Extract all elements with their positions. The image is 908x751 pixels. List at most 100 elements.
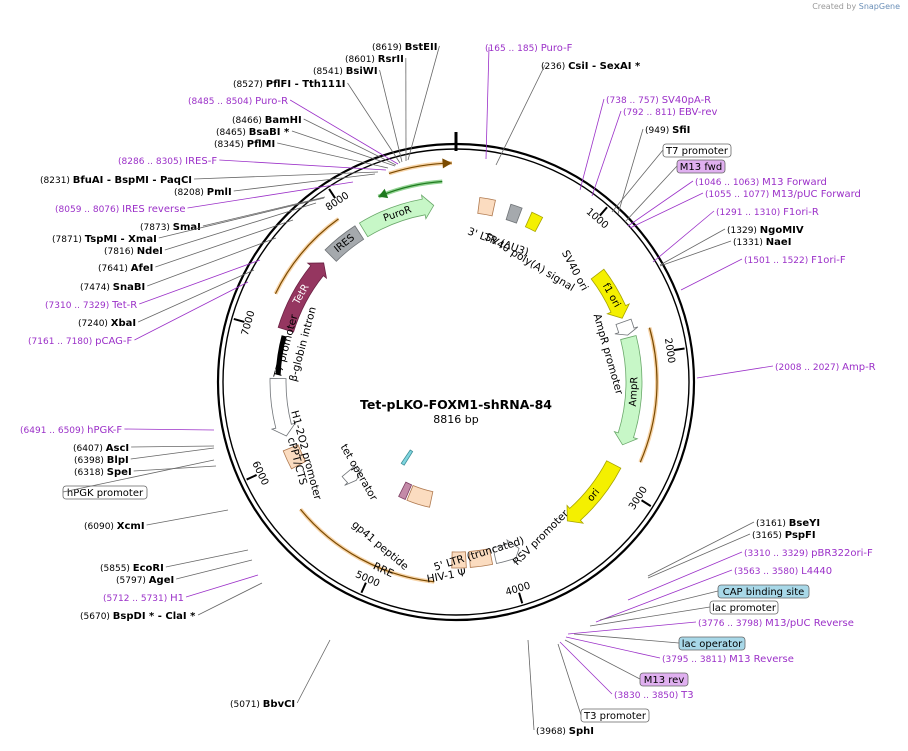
- outer-arc-arrowhead: [378, 188, 389, 199]
- site-leader-line: [296, 639, 331, 704]
- site-label: (5797) AgeI: [116, 575, 174, 586]
- site-label: (8345) PflMI: [214, 139, 275, 150]
- site-label: (1329) NgoMIV: [727, 225, 804, 236]
- site-leader-line: [131, 445, 215, 448]
- site-label: (3830 .. 3850) T3: [614, 690, 694, 701]
- site-leader-line: [627, 180, 694, 227]
- tick-label: 7000: [240, 309, 258, 336]
- site-leader-line: [567, 621, 697, 635]
- feature-name-label: HIV-1 Ψ: [426, 567, 467, 586]
- watermark-brand: SnapGene: [858, 2, 900, 11]
- feature-box: [62, 485, 148, 500]
- site-leader-line: [680, 258, 743, 291]
- gp41-arc: [398, 481, 413, 501]
- feature-box-leader: [564, 639, 641, 680]
- tick-mark: [246, 474, 258, 481]
- site-leader-line: [627, 551, 743, 601]
- outer-arc-puro: [388, 161, 452, 176]
- site-label: (7240) XbaI: [78, 318, 136, 329]
- site-label: (6407) AscI: [73, 443, 129, 454]
- site-label: (738 .. 757) SV40pA-R: [606, 95, 711, 106]
- site-label: (1331) NaeI: [733, 237, 791, 248]
- site-label: (236) CsiI - SexAI *: [541, 61, 641, 72]
- site-leader-line: [124, 428, 215, 431]
- site-label: (949) SfiI: [645, 125, 690, 136]
- feature-box-leader: [611, 149, 664, 213]
- beta-globin-intron-bar: [275, 335, 287, 375]
- site-label: (5855) EcoRI: [100, 563, 164, 574]
- feature-box: [580, 708, 650, 723]
- site-leader-line: [233, 173, 376, 192]
- site-label: (3165) PspFI: [752, 530, 816, 541]
- site-label: (8541) BsiWI: [313, 66, 378, 77]
- site-leader-line: [202, 196, 326, 227]
- site-label: (8231) BfuAI - BspMI - PaqCI: [40, 175, 192, 186]
- site-leader-line: [559, 641, 613, 695]
- site-label: (1291 .. 1310) F1ori-R: [716, 207, 819, 218]
- site-label: (1055 .. 1077) M13/pUC Forward: [705, 189, 861, 200]
- HIV-psi-arc: [451, 551, 467, 569]
- site-leader-line: [187, 181, 354, 209]
- site-leader-line: [407, 45, 440, 161]
- site-label: (3563 .. 3580) L4440: [734, 566, 832, 577]
- site-leader-line: [134, 281, 249, 341]
- site-leader-line: [158, 197, 325, 239]
- feature-box-label: lac promoter: [712, 603, 777, 614]
- Puro-R-arc: [358, 194, 435, 238]
- site-label: (165 .. 185) Puro-F: [485, 43, 573, 54]
- feature-box-leader: [62, 459, 215, 493]
- outer-arc-tetr-left-core: [274, 218, 339, 294]
- site-leader-line: [291, 130, 396, 167]
- feature-box-leader: [557, 643, 582, 716]
- tick-label: 6000: [249, 460, 270, 488]
- site-label: (2008 .. 2027) Amp-R: [775, 362, 876, 373]
- feature-box-label: M13 rev: [644, 675, 685, 686]
- feature-box-leader: [624, 165, 678, 223]
- feature-inline-label: AmpR: [628, 376, 641, 406]
- tick-mark: [233, 317, 245, 323]
- site-leader-line: [617, 128, 644, 215]
- site-leader-line: [303, 118, 397, 166]
- tick-label: 1000: [584, 206, 610, 231]
- feature-box: [678, 636, 746, 651]
- feature-box-leader: [589, 606, 711, 627]
- tick-label: 4000: [504, 580, 532, 598]
- tick-mark: [328, 188, 336, 199]
- feature-box-label: CAP binding site: [723, 587, 805, 598]
- site-label: (3795 .. 3811) M13 Reverse: [662, 654, 794, 665]
- plasmid-name: Tet-pLKO-FOXM1-shRNA-84: [360, 397, 552, 412]
- site-label: (8601) RsrII: [345, 54, 404, 65]
- LTR3-arc: [477, 197, 496, 217]
- site-leader-line: [185, 574, 259, 598]
- outer-arc-arrowhead: [442, 158, 452, 169]
- site-label: (1046 .. 1063) M13 Forward: [695, 177, 827, 188]
- feature-box-label: T7 promoter: [665, 146, 729, 157]
- RSV-arc: [492, 538, 520, 565]
- SV40pA-arc: [505, 203, 523, 224]
- tick-label: 2000: [662, 337, 677, 364]
- site-label: (7474) SnaBI: [80, 282, 145, 293]
- site-label: (3776 .. 3798) M13/pUC Reverse: [698, 618, 854, 629]
- site-label: (8059 .. 8076) IRES reverse: [55, 204, 185, 215]
- f1ori-arc: [590, 268, 631, 319]
- site-label: (6398) BlpI: [74, 455, 129, 466]
- site-label: (7641) AfeI: [98, 263, 153, 274]
- AmpR-promoter-arc: [614, 318, 639, 336]
- site-leader-line: [289, 99, 399, 165]
- site-leader-line: [659, 228, 726, 266]
- outer-arcs: [273, 158, 659, 584]
- site-label: (5071) BbvCI: [230, 699, 295, 710]
- site-leader-line: [595, 569, 733, 623]
- site-leader-line: [155, 219, 294, 268]
- tick-label: 3000: [627, 485, 650, 512]
- tet-operator-arc: [400, 449, 414, 466]
- site-leader-line: [647, 521, 755, 577]
- outer-arc-ires: [377, 179, 443, 199]
- site-label: (8208) PmlI: [174, 187, 232, 198]
- site-leader-line: [696, 365, 774, 379]
- tick-mark: [673, 347, 685, 352]
- site-label: (5712 .. 5731) H1: [103, 593, 184, 604]
- tick-mark: [640, 499, 652, 507]
- site-leader-line: [137, 269, 255, 323]
